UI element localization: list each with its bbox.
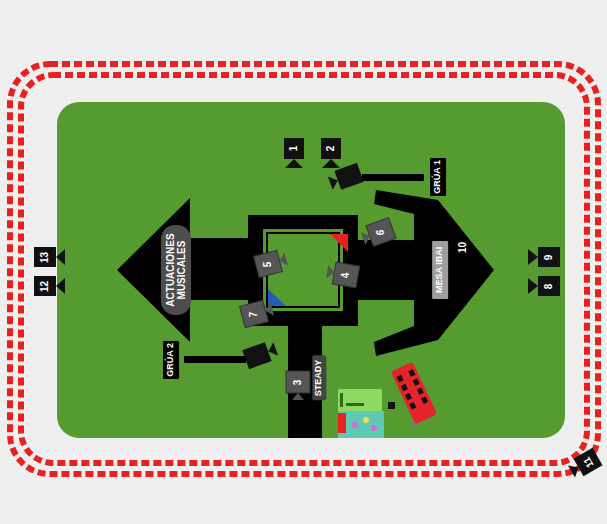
walkway — [188, 238, 252, 300]
service-area — [338, 389, 382, 411]
crane-box: GRÚA 2 — [163, 341, 179, 379]
stage-diamond — [374, 190, 494, 356]
bus-mark — [388, 402, 395, 409]
stage-diamond — [117, 198, 190, 342]
bus-mark — [412, 424, 418, 428]
camera — [284, 138, 304, 168]
callout-number: 3 — [293, 379, 304, 385]
crane-arm — [184, 356, 246, 363]
camera — [528, 247, 560, 267]
dot — [371, 425, 377, 431]
camera — [286, 371, 310, 400]
callout-number: 8 — [544, 283, 555, 289]
camera — [359, 218, 396, 249]
callout-number: 6 — [376, 229, 387, 235]
callout-number: 2 — [326, 145, 337, 151]
bus — [391, 362, 437, 425]
dot — [352, 422, 358, 428]
corner-mark — [330, 234, 348, 252]
camera — [567, 448, 603, 480]
callout-number: 10 — [458, 241, 469, 252]
barrier — [10, 64, 598, 474]
camera — [34, 276, 65, 296]
field — [57, 102, 565, 438]
callout-number: 7 — [249, 311, 260, 317]
callout-number: 5 — [263, 261, 274, 267]
dot — [363, 417, 369, 423]
camera — [325, 261, 359, 288]
stage-pill: ACTUACIONES MUSICALES — [161, 225, 191, 315]
service-mark — [340, 393, 343, 407]
callout-number: 9 — [544, 254, 555, 260]
desk-box: MESA IBAI — [432, 241, 448, 299]
node-text: MESA IBAI — [435, 247, 445, 293]
callout-number: 12 — [40, 280, 51, 291]
barrier — [21, 75, 587, 463]
crane-box: GRÚA 1 — [430, 158, 446, 196]
camera — [254, 248, 290, 277]
camera — [34, 247, 65, 267]
camera — [528, 276, 560, 296]
node-text: GRÚA 2 — [166, 343, 176, 377]
service-mark — [346, 403, 364, 406]
node-text: ACTUACIONES MUSICALES — [165, 229, 187, 311]
camera — [240, 298, 276, 327]
crane-camera — [242, 339, 279, 369]
callout-number: 13 — [40, 251, 51, 262]
callout-number: 1 — [289, 145, 300, 151]
node-text: GRÚA 1 — [433, 160, 443, 194]
crane-arm — [362, 174, 424, 181]
callout-number: 4 — [341, 272, 352, 278]
service-mark — [338, 413, 346, 433]
camera — [321, 138, 341, 168]
service-area — [338, 411, 384, 438]
node-text: STEADY — [314, 360, 324, 397]
steadicam-tag: STEADY — [312, 356, 326, 401]
